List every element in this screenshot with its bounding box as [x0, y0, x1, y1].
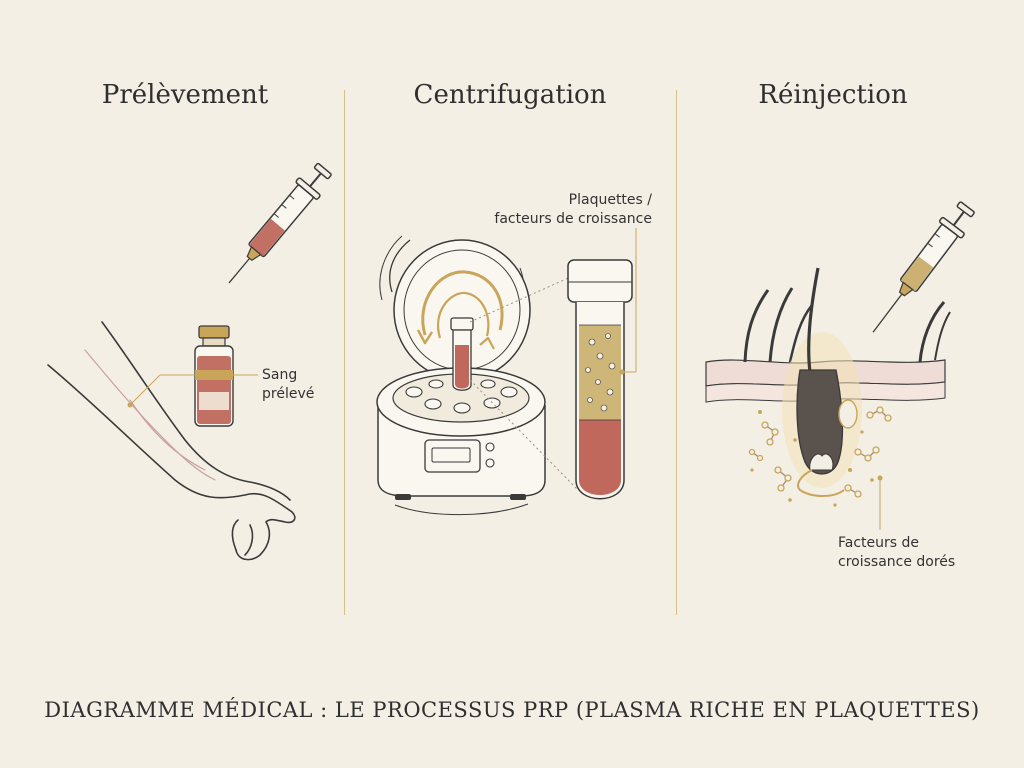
centrifuge-icon	[377, 236, 545, 515]
diagram-caption: DIAGRAMME MÉDICAL : LE PROCESSUS PRP (PL…	[0, 698, 1024, 722]
platelets-annotation: Plaquettes / facteurs de croissance	[470, 191, 652, 229]
syringe-icon	[218, 160, 335, 292]
blood-annotation-line1: Sang	[262, 366, 314, 385]
growth-annotation-line2: croissance dorés	[838, 553, 955, 572]
test-tube-icon	[568, 260, 632, 499]
blood-leader-line	[128, 375, 259, 408]
growth-annotation: Facteurs de croissance dorés	[838, 534, 955, 572]
blood-vial-icon	[195, 326, 233, 426]
injection-syringe-icon	[862, 198, 979, 340]
growth-annotation-line1: Facteurs de	[838, 534, 955, 553]
growth-leader-line	[878, 476, 883, 531]
platelets-annotation-line2: facteurs de croissance	[470, 210, 652, 229]
hair-follicle-icon	[782, 268, 862, 496]
arm-illustration	[48, 322, 295, 560]
blood-annotation: Sang prélevé	[262, 366, 314, 404]
blood-annotation-line2: prélevé	[262, 385, 314, 404]
platelets-annotation-line1: Plaquettes /	[470, 191, 652, 210]
